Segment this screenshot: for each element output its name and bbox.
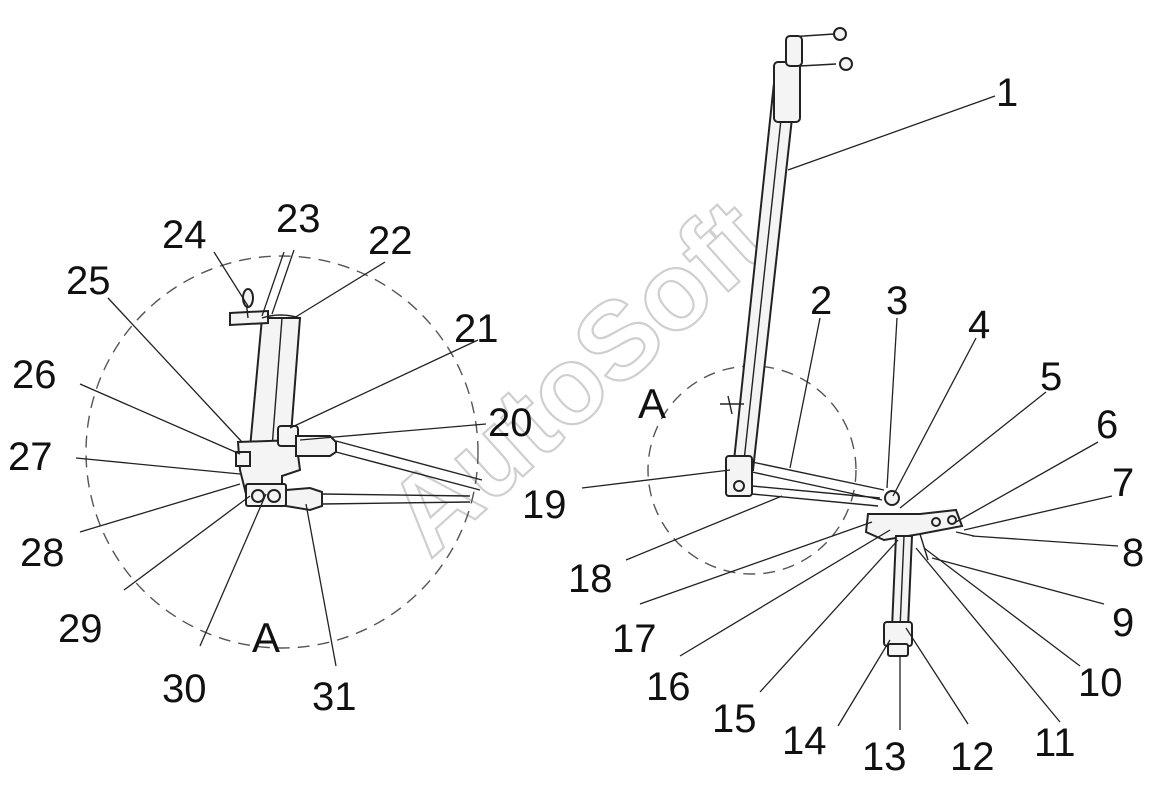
detail-label-right: A <box>638 380 666 427</box>
callout-26: 26 <box>12 353 57 397</box>
callout-11: 11 <box>1034 721 1076 765</box>
callout-31: 31 <box>312 675 357 719</box>
callout-7: 7 <box>1112 461 1134 505</box>
detail-mount-plate <box>229 309 269 327</box>
callout-15: 15 <box>712 697 757 741</box>
callout-22: 22 <box>368 219 413 263</box>
callout-17: 17 <box>612 617 657 661</box>
callout-19: 19 <box>522 483 567 527</box>
callout-30: 30 <box>162 667 207 711</box>
callout-25: 25 <box>66 259 111 303</box>
callout-13: 13 <box>862 735 907 779</box>
callout-14: 14 <box>782 719 827 763</box>
callout-labels: 1 2 3 4 5 6 7 8 9 10 11 12 13 14 15 16 1… <box>8 71 1144 779</box>
watermark: AutoSoft <box>364 176 791 578</box>
callout-4: 4 <box>968 303 990 347</box>
callout-2: 2 <box>810 279 832 323</box>
main-base-housing <box>725 455 753 497</box>
callout-10: 10 <box>1078 661 1123 705</box>
callout-27: 27 <box>8 435 53 479</box>
callout-6: 6 <box>1096 403 1118 447</box>
callout-24: 24 <box>162 213 207 257</box>
detail-view-a <box>85 255 483 649</box>
callout-3: 3 <box>886 279 908 323</box>
callout-12: 12 <box>950 735 995 779</box>
callout-8: 8 <box>1122 531 1144 575</box>
callout-9: 9 <box>1112 601 1134 645</box>
callout-5: 5 <box>1040 355 1062 399</box>
callout-29: 29 <box>58 607 103 651</box>
detail-lower-rod <box>285 486 323 512</box>
callout-20: 20 <box>488 401 533 445</box>
pivot-joint <box>884 490 900 506</box>
main-view <box>647 27 975 657</box>
callout-28: 28 <box>20 531 65 575</box>
callout-23: 23 <box>276 197 321 241</box>
callout-18: 18 <box>568 557 613 601</box>
callout-21: 21 <box>454 307 499 351</box>
detail-label-left: A <box>252 614 280 661</box>
callout-16: 16 <box>646 665 691 709</box>
leader-lines <box>75 95 1119 730</box>
callout-1: 1 <box>996 71 1018 115</box>
